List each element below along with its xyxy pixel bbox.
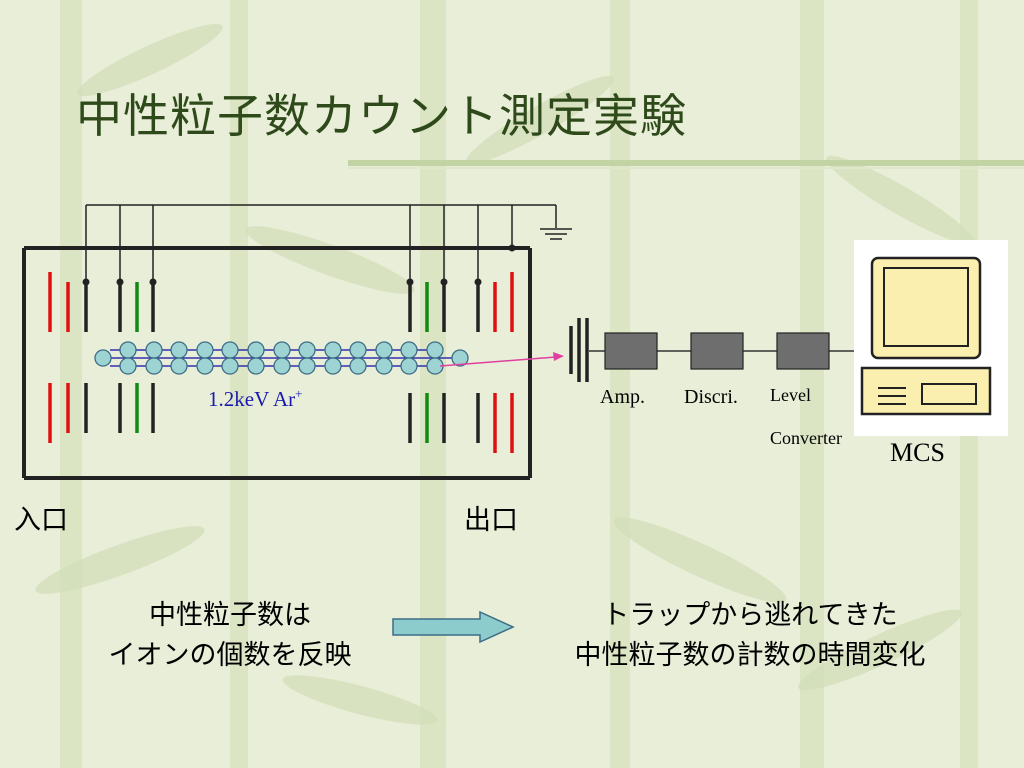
- exit-label: 出口: [464, 505, 518, 536]
- mcs-label: MCS: [890, 438, 945, 467]
- ion-bunch: [94, 341, 469, 375]
- entrance-label: 入口: [14, 505, 68, 536]
- title-underline: [348, 160, 1024, 166]
- discri-label: Discri.: [684, 386, 738, 408]
- discri-module: [690, 332, 744, 370]
- lower-electrodes: [48, 383, 514, 453]
- converter-label: Converter: [770, 428, 842, 448]
- ground-icon: [540, 228, 572, 240]
- neutral-beam-arrow: [439, 352, 564, 367]
- title-underline-thin: [348, 167, 1024, 169]
- upper-electrodes: [48, 272, 514, 332]
- level-label: Level: [770, 385, 811, 405]
- detector: [569, 318, 589, 382]
- caption-left-line2: イオンの個数を反映: [108, 640, 352, 671]
- level-converter-module: [776, 332, 830, 370]
- signal-modules: [604, 332, 830, 370]
- ion-beam-label: 1.2keV Ar+: [208, 386, 303, 411]
- caption-right: トラップから逃れてきた 中性粒子数の計数の時間変化: [500, 596, 1000, 676]
- right-arrow-icon: [392, 610, 515, 644]
- trap-chamber: [22, 246, 532, 480]
- electrode-wiring: [85, 204, 557, 282]
- computer-icon: [854, 240, 1008, 436]
- slide-title: 中性粒子数カウント測定実験: [76, 89, 687, 143]
- caption-left: 中性粒子数は イオンの個数を反映: [60, 596, 400, 676]
- caption-right-line2: 中性粒子数の計数の時間変化: [574, 640, 926, 671]
- ion-charge: +: [295, 386, 303, 401]
- amp-module: [604, 332, 658, 370]
- caption-right-line1: トラップから逃れてきた: [602, 600, 898, 631]
- wire-junctions: [82, 244, 516, 286]
- caption-left-line1: 中性粒子数は: [149, 600, 311, 631]
- amp-label: Amp.: [600, 386, 645, 408]
